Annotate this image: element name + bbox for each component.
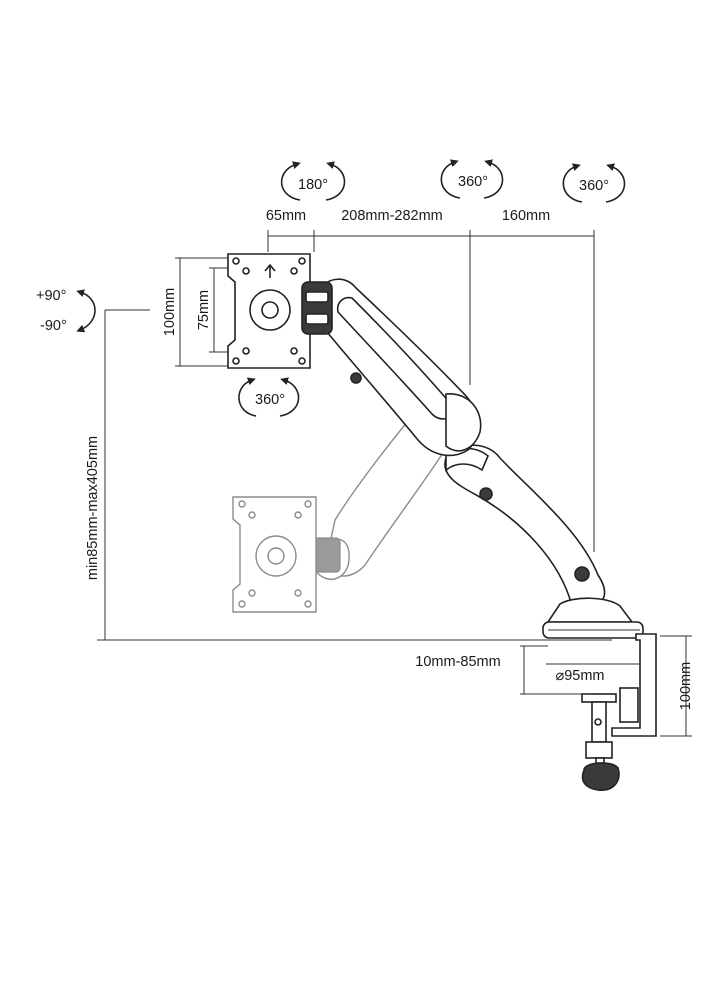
base-diameter-dimension: ⌀95mm: [555, 668, 604, 684]
height-dimension: min85mm-max405mm: [85, 309, 612, 641]
tilt-updown-indicator: +90° -90°: [36, 288, 96, 334]
swivel-rotation-label-mid: 360°: [458, 174, 488, 190]
vesa-dimensions: 100mm 75mm: [162, 257, 240, 367]
lower-arm: [444, 444, 606, 607]
swivel-rotation-label-right: 360°: [579, 178, 609, 194]
clamp-height-dimension: 100mm: [678, 662, 694, 710]
tilt-up-label: +90°: [36, 288, 66, 304]
vesa-inner-dimension: 75mm: [196, 290, 212, 330]
upper-arm: [312, 278, 482, 457]
height-range-label: min85mm-max405mm: [85, 436, 101, 580]
vesa-outer-dimension: 100mm: [162, 288, 178, 336]
vesa-rotation-indicator: 360°: [238, 377, 300, 417]
horizontal-dimensions: 65mm 208mm-282mm 160mm: [266, 208, 595, 552]
vesa-plate: [227, 253, 311, 369]
desk-thickness-dimension: 10mm-85mm: [415, 654, 500, 670]
tilt-rotation-indicator: 180°: [280, 161, 346, 201]
arm-reach-dimension: 208mm-282mm: [341, 208, 443, 224]
ghost-vesa-plate: [232, 496, 317, 613]
desk-clamp: [581, 633, 657, 791]
base-mount: [542, 597, 644, 639]
vesa-rotation-label: 360°: [255, 392, 285, 408]
tilt-head-joint: [301, 281, 333, 335]
swivel-rotation-indicator-right: 360°: [562, 163, 626, 203]
base-reach-dimension: 160mm: [502, 208, 550, 224]
desk-dimensions: 10mm-85mm ⌀95mm 100mm: [415, 635, 694, 737]
tilt-down-label: -90°: [40, 318, 67, 334]
offset-dimension: 65mm: [266, 208, 306, 224]
tilt-rotation-label: 180°: [298, 177, 328, 193]
swivel-rotation-indicator-mid: 360°: [440, 159, 504, 199]
